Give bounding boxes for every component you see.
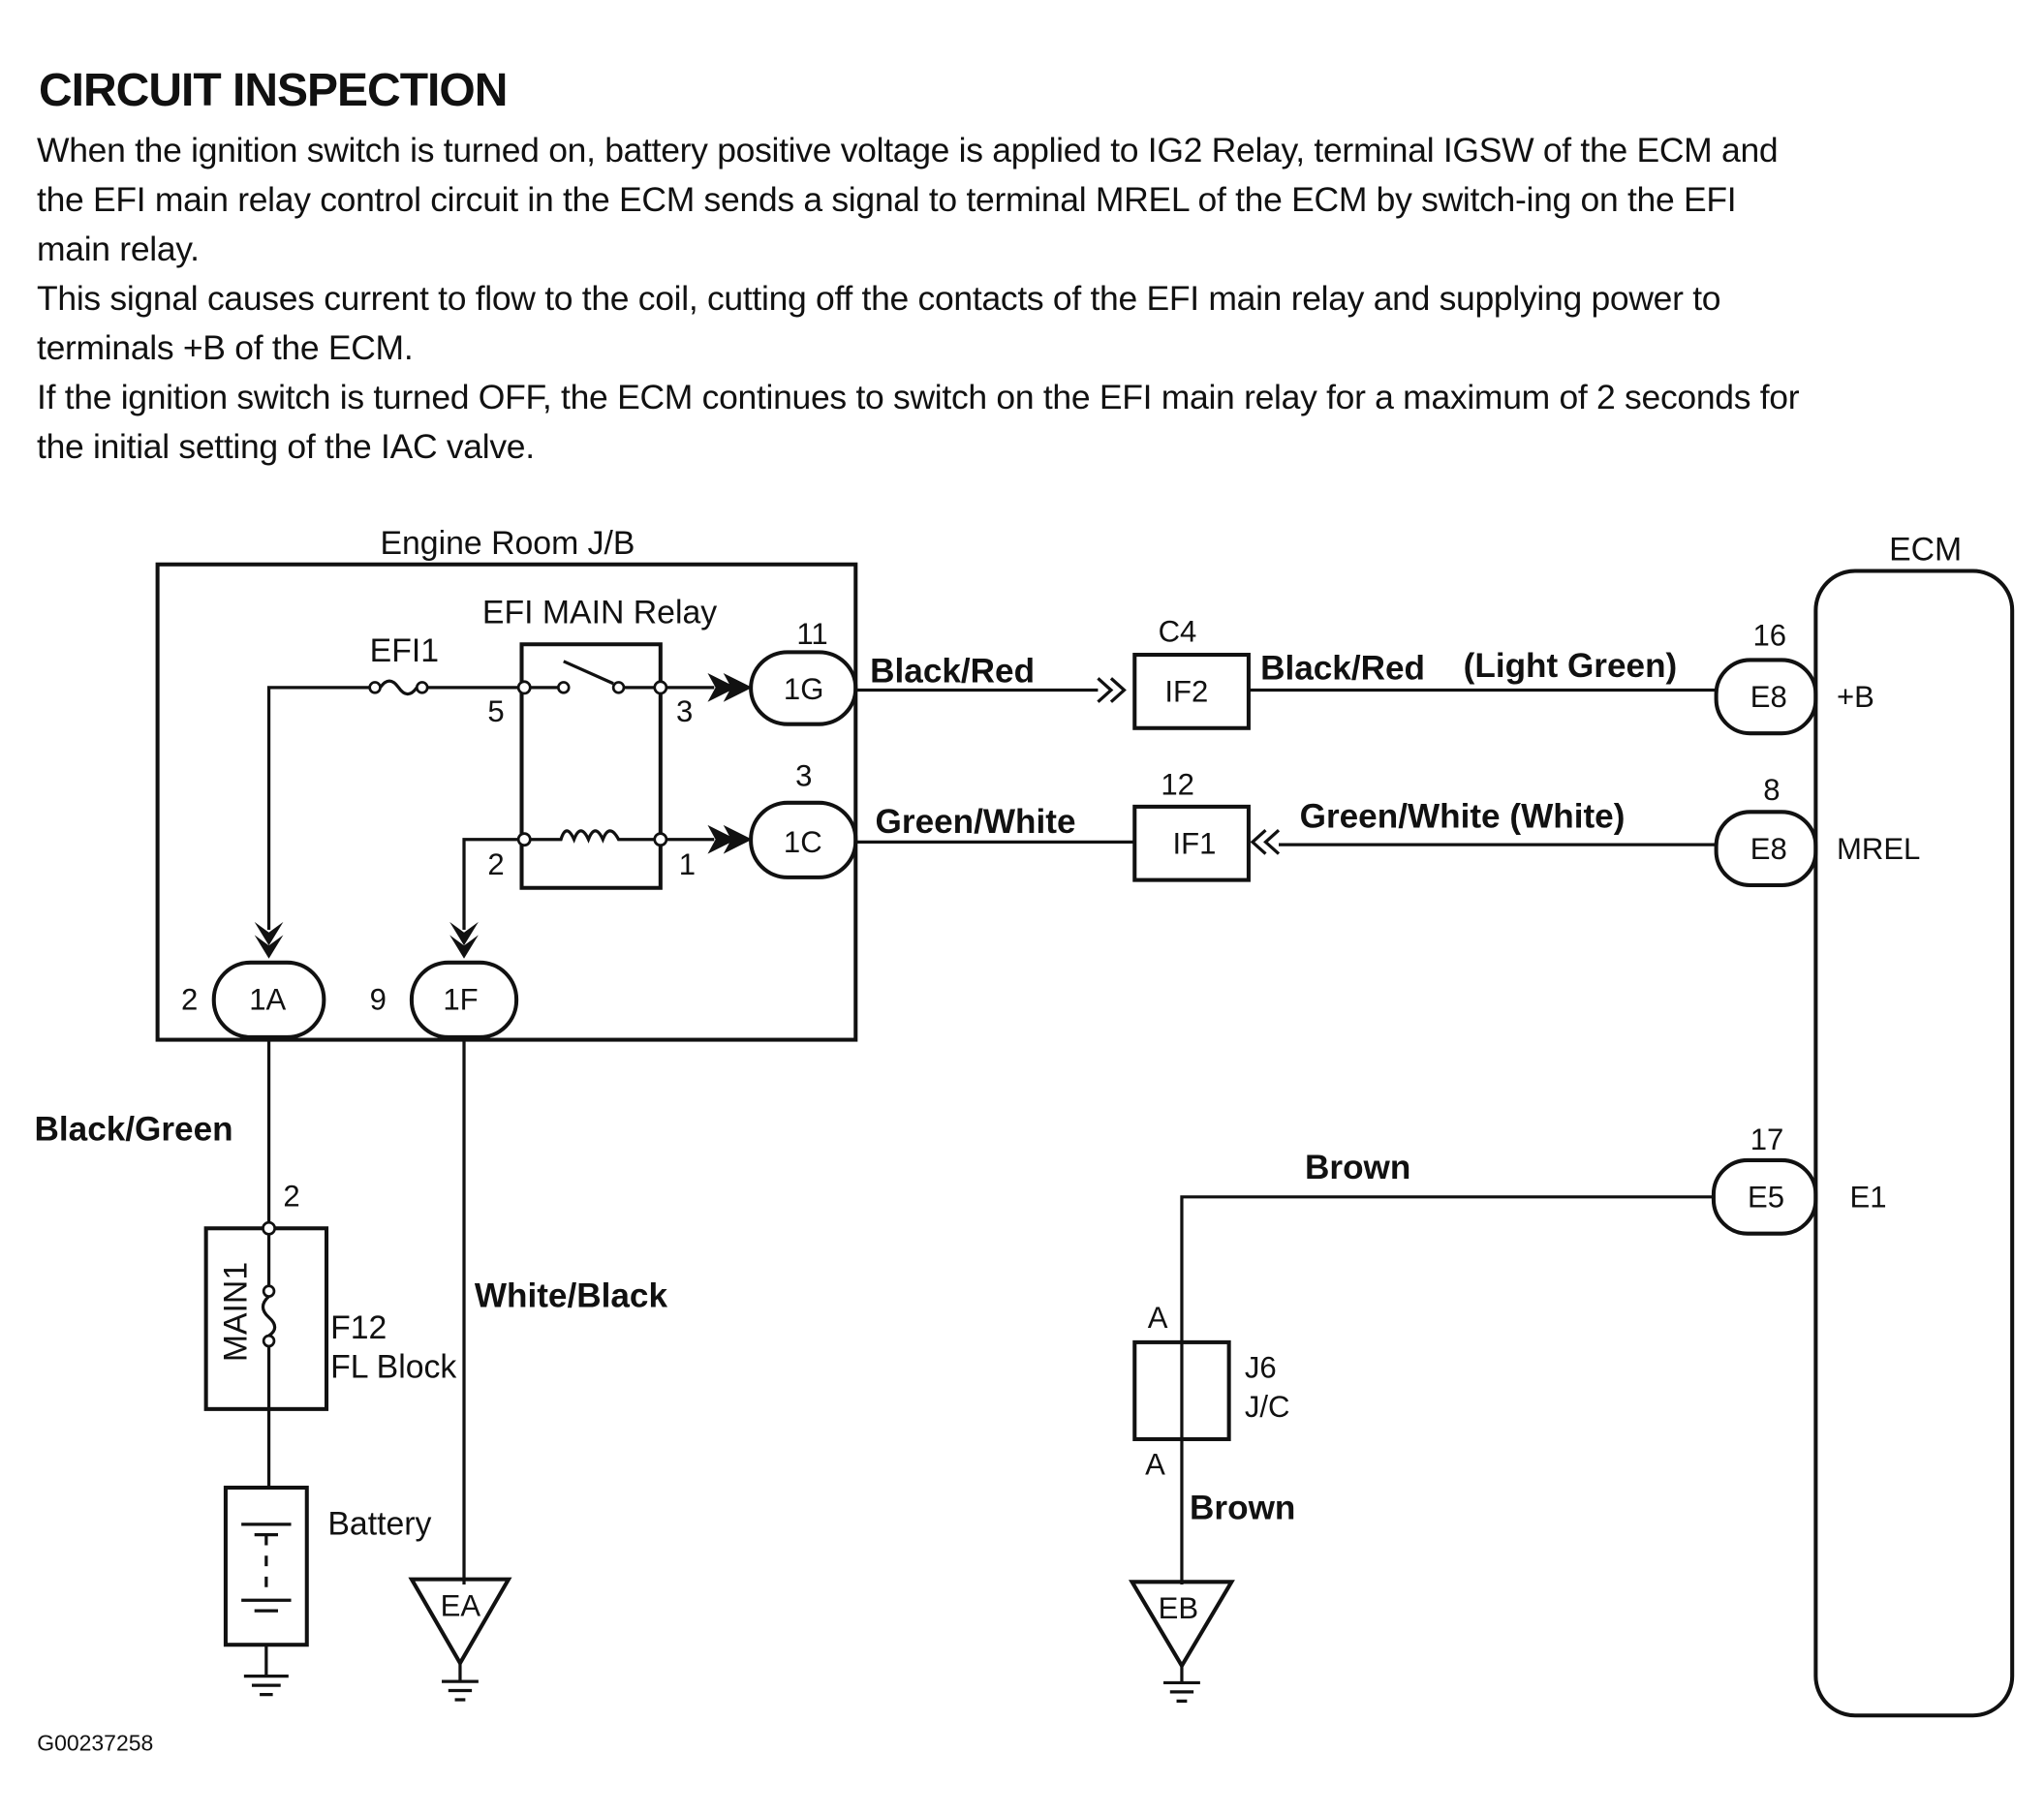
wire-label-brown-bottom: Brown bbox=[1190, 1489, 1295, 1526]
wire-label-light-green: (Light Green) bbox=[1464, 647, 1678, 685]
connector-1g bbox=[749, 650, 858, 726]
connector-1f bbox=[409, 960, 519, 1039]
ground-ea-icon bbox=[408, 1577, 512, 1702]
junction-connector-j6 bbox=[1132, 1339, 1231, 1441]
connector-1g-pin: 11 bbox=[796, 617, 827, 651]
arrow-1g-icon bbox=[707, 672, 753, 702]
connector-1g-name: 1G bbox=[784, 672, 823, 706]
paragraph-2: This signal causes current to flow to th… bbox=[37, 279, 1721, 367]
paragraph-3: If the ignition switch is turned OFF, th… bbox=[37, 378, 1800, 466]
description-text: When the ignition switch is turned on, b… bbox=[37, 126, 1810, 472]
connector-1f-name: 1F bbox=[443, 982, 478, 1016]
fl-block-pin: 2 bbox=[283, 1179, 299, 1213]
fl-block-code: F12 bbox=[330, 1309, 387, 1346]
junction-if1-name: IF1 bbox=[1172, 827, 1216, 861]
ecm-box bbox=[1813, 569, 2015, 1718]
wire-label-white-black: White/Black bbox=[475, 1277, 668, 1314]
arrow-1a-icon bbox=[254, 921, 284, 959]
relay-icon bbox=[462, 642, 715, 930]
fuse-main1-label: MAIN1 bbox=[218, 1262, 255, 1362]
connector-1f-pin: 9 bbox=[370, 982, 387, 1016]
ecm-terminal-e1: E1 bbox=[1850, 1181, 1887, 1215]
fuse-efi1-icon bbox=[266, 679, 519, 930]
relay-pin-2: 2 bbox=[487, 847, 504, 881]
ecm-connector-e8-b bbox=[1714, 658, 1818, 736]
arrow-1f-icon bbox=[449, 921, 479, 959]
wire-label-green-white: Green/White bbox=[876, 803, 1076, 841]
junction-if2-pin: C4 bbox=[1159, 615, 1197, 649]
junction-if2-name: IF2 bbox=[1164, 675, 1208, 709]
fuse-main1-icon bbox=[261, 1233, 277, 1488]
relay-label: EFI MAIN Relay bbox=[482, 595, 717, 631]
ecm-pin-16: 16 bbox=[1752, 619, 1786, 653]
fuse-efi1-label: EFI1 bbox=[370, 632, 439, 669]
ecm-connector-e8-b-name: E8 bbox=[1750, 680, 1787, 714]
connector-1a bbox=[211, 960, 326, 1039]
relay-pin-1: 1 bbox=[679, 847, 696, 881]
ground-ea-label: EA bbox=[441, 1588, 481, 1622]
connector-1c-pin: 3 bbox=[795, 758, 812, 792]
wire-label-black-red-ecm: Black/Red bbox=[1260, 650, 1425, 688]
ecm-connector-e8-mrel-name: E8 bbox=[1750, 832, 1787, 866]
ecm-terminal-b: +B bbox=[1837, 680, 1874, 714]
page-title: CIRCUIT INSPECTION bbox=[39, 65, 508, 116]
wire-label-black-red: Black/Red bbox=[870, 652, 1035, 690]
junction-if1 bbox=[1132, 804, 1251, 882]
ground-eb-icon bbox=[1129, 1580, 1235, 1703]
connector-1a-pin: 2 bbox=[181, 982, 198, 1016]
engine-room-jb-box bbox=[155, 562, 858, 1042]
ecm-pin-8: 8 bbox=[1763, 773, 1780, 807]
battery-icon bbox=[223, 1485, 309, 1697]
fl-block-name: FL Block bbox=[330, 1348, 456, 1385]
junction-if1-pin: 12 bbox=[1161, 768, 1194, 802]
wire-label-black-green: Black/Green bbox=[35, 1111, 233, 1149]
battery-label: Battery bbox=[327, 1506, 431, 1543]
relay-pin-3: 3 bbox=[676, 694, 693, 728]
arrow-1c-icon bbox=[707, 824, 753, 854]
ecm-pin-17: 17 bbox=[1750, 1123, 1784, 1156]
jb-title: Engine Room J/B bbox=[380, 525, 635, 562]
jc-name: J/C bbox=[1245, 1390, 1290, 1424]
ground-eb-label: EB bbox=[1159, 1591, 1198, 1625]
jc-code: J6 bbox=[1245, 1350, 1277, 1384]
ecm-connector-e8-mrel bbox=[1714, 810, 1818, 888]
connector-1c bbox=[749, 800, 858, 879]
arrow-if1-icon bbox=[1250, 829, 1281, 855]
arrow-if2-icon bbox=[1097, 677, 1127, 703]
figure-id: G00237258 bbox=[37, 1731, 153, 1756]
relay-pin-5: 5 bbox=[487, 694, 504, 728]
wire-label-green-white-ecm: Green/White (White) bbox=[1300, 798, 1626, 836]
wire-brown bbox=[1180, 1195, 1714, 1585]
ecm-terminal-mrel: MREL bbox=[1837, 832, 1920, 866]
ecm-title: ECM bbox=[1889, 532, 1962, 569]
connector-1a-name: 1A bbox=[249, 982, 286, 1016]
jc-pin-bottom: A bbox=[1145, 1447, 1165, 1481]
paragraph-1: When the ignition switch is turned on, b… bbox=[37, 131, 1779, 268]
wire-label-brown-top: Brown bbox=[1305, 1149, 1410, 1186]
connector-1c-name: 1C bbox=[784, 825, 822, 859]
ecm-connector-e5-name: E5 bbox=[1748, 1181, 1784, 1215]
jc-pin-top: A bbox=[1148, 1301, 1168, 1335]
